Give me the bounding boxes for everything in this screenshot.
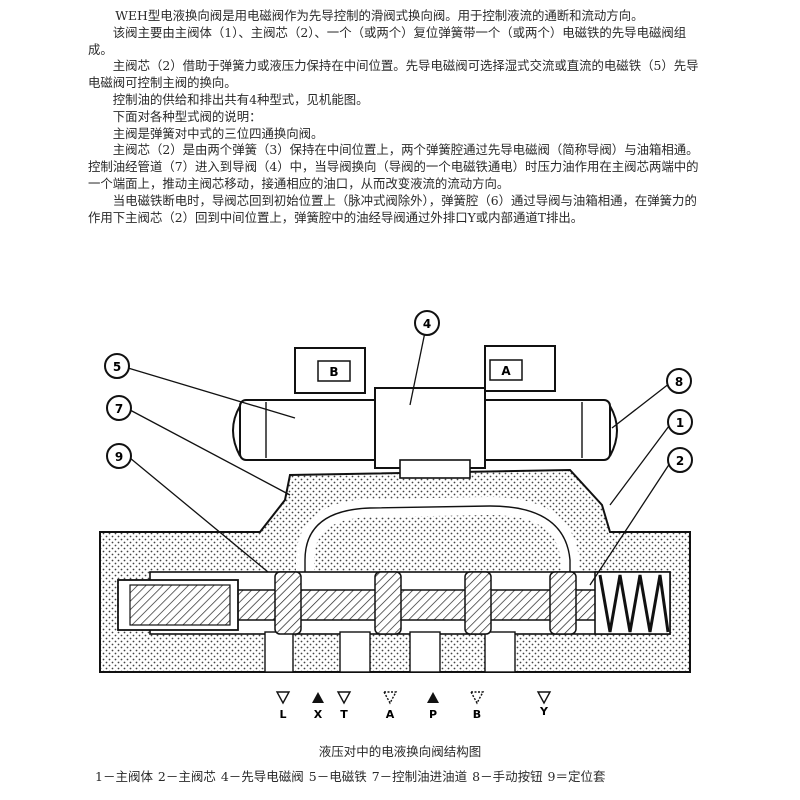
callout-8: 8 [675,375,683,389]
callout-5: 5 [113,360,121,374]
callouts: 5 7 9 4 8 1 2 [104,310,693,473]
port-labels: L X T A P B Y [279,705,549,721]
solenoid-b: B [294,347,366,394]
main-valve-body [99,468,691,673]
port-y-label: Y [539,705,549,718]
description-text: WEH型电液换向阀是用电磁阀作为先导控制的滑阀式换向阀。用于控制液流的通断和流动… [88,8,708,226]
callout-4: 4 [423,317,431,331]
paragraph-1: WEH型电液换向阀是用电磁阀作为先导控制的滑阀式换向阀。用于控制液流的通断和流动… [115,8,644,23]
valve-structure-diagram: B A 5 7 9 4 8 1 2 [99,310,693,721]
return-spring [594,571,671,635]
main-spool [117,571,651,635]
callout-7: 7 [115,402,123,416]
solenoid-a: A [484,345,556,392]
solenoid-a-label: A [501,364,511,378]
pilot-valve [232,387,618,479]
port-l-label: L [279,708,286,721]
leader-lines [127,331,673,586]
figure-legend: 1－主阀体 2－主阀芯 4－先导电磁阀 5－电磁铁 7－控制油进油道 8－手动按… [95,769,606,784]
paragraph-7: 主阀芯（2）是由两个弹簧（3）保持在中间位置上，两个弹簧腔通过先导电磁阀（简称导… [88,142,699,191]
port-x-label: X [314,708,323,721]
solenoid-b-label: B [329,365,338,379]
callout-9: 9 [115,450,123,464]
port-p-label: P [429,708,437,721]
paragraph-3: 主阀芯（2）借助于弹簧力或液压力保持在中间位置。先导电磁阀可选择湿式交流或直流的… [88,58,699,91]
port-t-label: T [340,708,348,721]
callout-2: 2 [676,454,684,468]
paragraph-2: 该阀主要由主阀体（1）、主阀芯（2）、一个（或两个）复位弹簧带一个（或两个）电磁… [88,24,687,57]
paragraph-8: 当电磁铁断电时，导阀芯回到初始位置上（脉冲式阀除外），弹簧腔（6）通过导阀与油箱… [88,192,697,225]
paragraph-5: 下面对各种型式阀的说明： [112,108,262,124]
paragraph-4: 控制油的供给和排出共有4种型式，见机能图。 [112,91,369,107]
port-a-label: A [386,708,395,721]
port-markers [275,691,552,705]
paragraph-6: 主阀是弹簧对中式的三位四通换向阀。 [112,125,324,141]
figure-caption: 液压对中的电液换向阀结构图 [318,744,482,759]
port-b-label: B [473,708,481,721]
callout-1: 1 [676,416,684,430]
